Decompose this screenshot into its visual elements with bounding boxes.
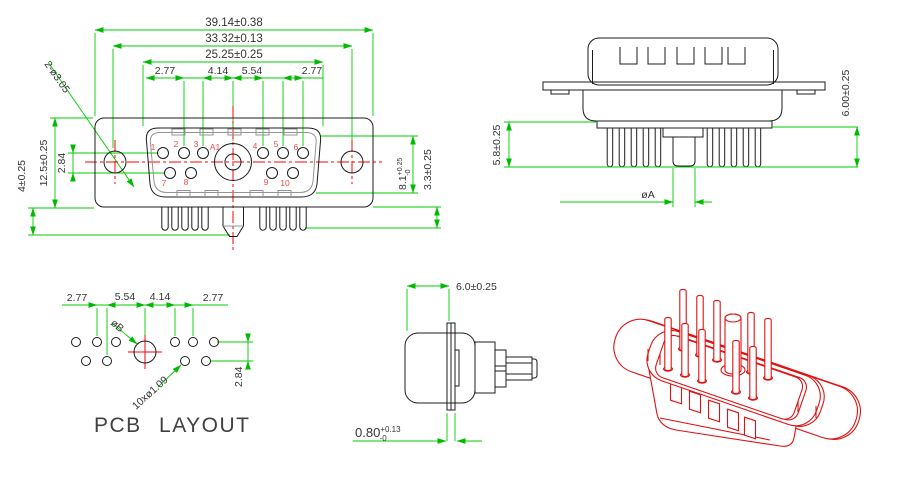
rear-pins-right — [706, 128, 762, 168]
d-shell-outer — [145, 127, 322, 198]
solder-pins — [161, 207, 307, 237]
pin-label-9: 9 — [264, 177, 269, 187]
dim-flange-thickness: 0.80+0.13-0 — [355, 425, 401, 443]
dim-mount-hole-note: 2-ø3.05 — [42, 59, 73, 96]
iso-shell-windows — [669, 381, 757, 440]
front-view: 1 2 3 A1 4 5 6 7 8 9 10 39.14±0.38 33.32… — [16, 17, 441, 252]
pcb-layout-title: PCB LAYOUT — [94, 414, 250, 437]
profile-view: 6.0±0.25 0.80+0.13-0 — [353, 281, 538, 444]
dim-row-offset: 2.84 — [56, 153, 68, 174]
front-view-body — [94, 117, 374, 237]
pin-label-10: 10 — [280, 178, 290, 188]
dim-pin-length-left: 5.8±0.25 — [491, 124, 503, 165]
pin-label-1: 1 — [151, 142, 156, 152]
profile-body — [404, 322, 538, 411]
pin-label-5: 5 — [274, 139, 279, 149]
pcb-pitch-3: 4.14 — [150, 291, 171, 303]
profile-molded-body — [404, 332, 476, 404]
pcb-center-hole — [133, 340, 157, 364]
pin-label-7: 7 — [162, 178, 167, 188]
pcb-dim-texts: 2.77 5.54 4.14 2.77 øB 10xø1.09 2.84 PCB… — [67, 291, 250, 437]
pin-label-8: 8 — [184, 177, 189, 187]
pin-label-2: 2 — [174, 139, 179, 149]
dim-pitch-4: 2.77 — [302, 65, 323, 77]
coax-contact-inner — [224, 153, 242, 171]
pcb-row-offset: 2.84 — [233, 366, 245, 387]
center-pin — [222, 207, 244, 237]
iso-pins-front — [662, 316, 759, 401]
dim-depth: 6.0±0.25 — [456, 281, 497, 293]
dim-insert-width: 25.25±0.25 — [205, 49, 262, 61]
front-view-dim-texts: 39.14±0.38 33.32±0.13 25.25±0.25 2.77 4.… — [16, 17, 434, 192]
pcb-pitch-2: 5.54 — [115, 291, 136, 303]
mounting-hole-right — [340, 150, 364, 174]
coax-contact-outer — [214, 143, 252, 181]
rear-view-dim-texts: 5.8±0.25 6.00±0.25 øA — [491, 70, 852, 201]
rear-view: 5.8±0.25 6.00±0.25 øA — [491, 37, 860, 207]
insulator-base — [596, 120, 773, 129]
pcb-layout-view: 2.77 5.54 4.14 2.77 øB 10xø1.09 2.84 PCB… — [62, 291, 253, 437]
insulator-body — [582, 90, 783, 122]
profile-dim-texts: 6.0±0.25 0.80+0.13-0 — [355, 281, 497, 443]
shell-slots — [619, 47, 746, 65]
dim-pitch-2: 4.14 — [208, 65, 229, 77]
coax-pedestal — [662, 127, 704, 138]
d-shell-inner — [149, 132, 317, 193]
front-view-centerlines — [85, 106, 382, 252]
pin-label-4: 4 — [253, 141, 258, 151]
profile-dimensions — [353, 283, 482, 444]
pcb-pitch-4: 2.77 — [203, 292, 224, 304]
dim-pitch-1: 2.77 — [155, 65, 176, 77]
pcb-dimensions — [62, 302, 253, 388]
dim-pitch-3: 5.54 — [242, 65, 263, 77]
dim-height: 12.5±0.25 — [38, 140, 50, 187]
pcb-pin-holes-label: 10xø1.09 — [130, 374, 171, 412]
dim-shoulder: 3.3±0.25 — [422, 149, 434, 190]
dim-pin-length: 4±0.25 — [16, 160, 28, 192]
pin-numbers: 1 2 3 A1 4 5 6 7 8 9 10 — [151, 139, 299, 188]
shell-outline — [587, 37, 779, 86]
coax-pin — [672, 137, 696, 167]
pcb-pads — [71, 337, 219, 366]
dim-center-pin-dia: øA — [641, 189, 654, 201]
rear-pins-left — [606, 128, 662, 168]
dim-hole-spacing: 33.32±0.13 — [205, 33, 262, 45]
flange-outline — [94, 117, 374, 208]
iso-pins — [662, 288, 774, 401]
dim-overall-width: 39.14±0.38 — [205, 17, 262, 29]
pcb-pitch-1: 2.77 — [67, 292, 88, 304]
dim-insert-height: 8.1+0.25-0 — [397, 158, 412, 190]
dim-pin-length-right: 6.00±0.25 — [840, 70, 852, 117]
mounting-hole-left — [103, 150, 127, 174]
rear-view-body — [542, 37, 826, 168]
rear-view-dimensions — [504, 121, 860, 207]
profile-mating-tongue — [505, 356, 533, 381]
iso-view — [613, 288, 861, 447]
contacts — [157, 143, 309, 181]
pin-label-6: 6 — [294, 142, 299, 152]
polarization-keys — [171, 128, 298, 197]
pcb-center-crosshair — [128, 335, 162, 369]
flange-plate — [542, 81, 826, 91]
pin-label-3: 3 — [194, 139, 199, 149]
pin-label-a1: A1 — [210, 142, 221, 152]
